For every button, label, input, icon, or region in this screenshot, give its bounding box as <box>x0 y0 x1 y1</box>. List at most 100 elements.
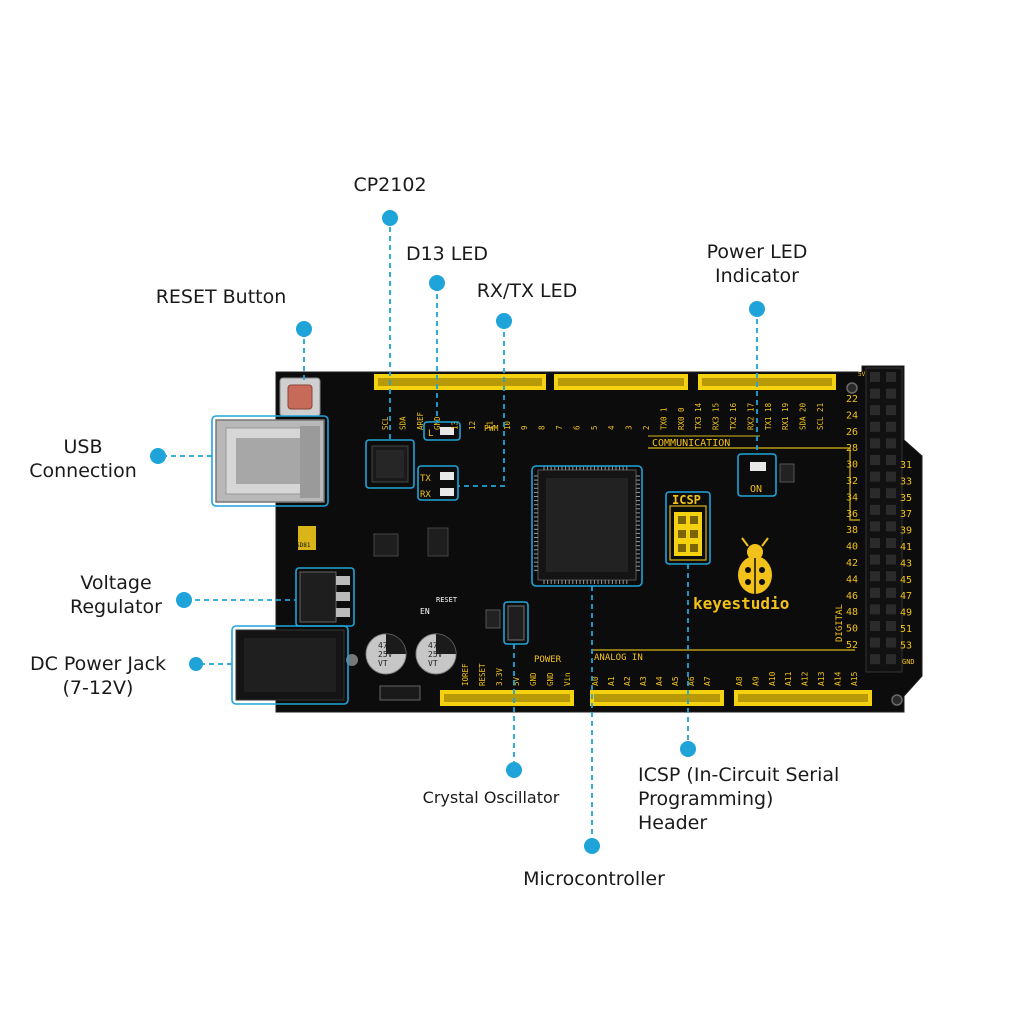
analog-pin-label: A2 <box>623 676 632 686</box>
five-v-silkscreen: 5V <box>858 371 866 378</box>
analog-pin-label: A15 <box>850 671 859 686</box>
header-pin <box>870 571 880 582</box>
top-pin-label: 2 <box>642 425 651 430</box>
header-pin <box>870 521 880 532</box>
usb-connector <box>215 419 325 503</box>
callout-line: Power LED <box>706 241 808 263</box>
header-pin <box>886 488 896 499</box>
power-pin-label: Vin <box>563 672 572 686</box>
top-pin-label: SDA <box>398 416 407 430</box>
top-pin-label: 13 <box>451 421 460 430</box>
analog-pin-label: A4 <box>655 676 664 686</box>
capacitor-label-line: 47 <box>428 641 438 650</box>
header-pin <box>870 587 880 598</box>
communication-silkscreen: COMMUNICATION <box>652 438 730 449</box>
top-pin-label: 3 <box>625 425 634 430</box>
power-pin-label: 5V <box>512 676 521 686</box>
mounting-hole <box>891 694 903 706</box>
digital-pin-label: 50 <box>846 624 858 635</box>
mounting-hole <box>846 382 858 394</box>
header-pin <box>886 388 896 399</box>
pwm-silkscreen: PWM <box>484 424 499 433</box>
icsp-callout: ICSP (In-Circuit Serial Programming) Hea… <box>638 764 878 835</box>
header-pin <box>886 438 896 449</box>
digital-pin-label: 53 <box>900 640 912 651</box>
rx-tx-leader <box>458 323 505 487</box>
capacitor-label-line: 25V <box>428 650 443 659</box>
digital-pin-label: 22 <box>846 394 858 405</box>
capacitor-label-line: 25V <box>378 650 393 659</box>
capacitor-label-line: VT <box>378 659 388 668</box>
header-pin <box>870 504 880 515</box>
digital-pin-label: 32 <box>846 476 858 487</box>
callout-line: Programming) <box>638 787 774 810</box>
top-pin-label: SCL <box>381 416 390 430</box>
analog-pin-label: A8 <box>735 676 744 686</box>
top-pin-label: TX2 16 <box>729 402 738 430</box>
header-pin <box>870 455 880 465</box>
header-pin <box>886 587 896 598</box>
top-pin-label: SCL 21 <box>816 403 825 430</box>
callout-line: Crystal Oscillator <box>422 788 560 807</box>
rx-tx-dot <box>496 313 512 329</box>
usb-callout: USB Connection <box>18 436 148 484</box>
power-led-component <box>750 462 766 471</box>
callout-line: Voltage <box>80 572 152 594</box>
top-pin-label: SDA 20 <box>799 402 808 430</box>
header-pin <box>886 521 896 532</box>
power-header <box>440 690 574 706</box>
header-pin <box>870 604 880 615</box>
power-resistor <box>779 463 795 483</box>
top-pin-label: 9 <box>520 425 529 430</box>
top-pin-label: RX1 19 <box>781 403 790 430</box>
top-pin-label: TX3 14 <box>694 402 703 430</box>
power-silkscreen: POWER <box>534 655 562 665</box>
en-silkscreen: EN <box>420 607 430 616</box>
d13-led-highlight <box>423 421 461 441</box>
top-pin-label: TX0 1 <box>659 407 668 430</box>
voltage-regulator-callout: Voltage Regulator <box>58 572 174 620</box>
digital-pin-label: 41 <box>900 542 912 553</box>
capacitor <box>415 633 457 675</box>
analog-pin-label: A0 <box>591 676 600 686</box>
digital-pin-label: 34 <box>846 492 858 503</box>
tx-led-component <box>440 472 454 480</box>
top-pin-label: 8 <box>538 425 547 430</box>
analog-pin-label: A10 <box>768 671 777 686</box>
capacitor-label-line: VT <box>428 659 438 668</box>
analog-silkscreen: ANALOG IN <box>594 653 643 663</box>
power-pin-label: IOREF <box>461 663 470 686</box>
microcontroller-dot <box>584 838 600 854</box>
digital-silkscreen: DIGITAL <box>835 604 845 642</box>
digital-pin-label: 49 <box>900 608 912 619</box>
voltage-regulator-component <box>299 571 350 623</box>
top-pin-label: 4 <box>607 425 616 430</box>
analog-pin-label: A12 <box>801 671 810 686</box>
header-pin <box>870 538 880 548</box>
voltage-dot <box>176 592 192 608</box>
microcontroller-chip <box>534 466 640 584</box>
d13-dot <box>429 275 445 291</box>
d13-led-component <box>440 427 454 435</box>
gnd-silkscreen: GND <box>902 658 915 666</box>
top-pin-label: TX1 18 <box>764 402 773 430</box>
power-pin-label: RESET <box>478 663 487 686</box>
analog-header-left <box>590 690 724 706</box>
power-pin-label: GND <box>529 672 538 686</box>
analog-pin-label: A9 <box>751 676 760 686</box>
callout-line: Microcontroller <box>523 868 665 890</box>
analog-header-right <box>734 690 872 706</box>
callout-line: USB <box>63 436 103 458</box>
digital-pin-label: 43 <box>900 558 912 569</box>
tx-silkscreen: TX <box>420 474 431 484</box>
header-pin <box>870 554 880 565</box>
fuse <box>379 685 421 701</box>
ladybug-logo <box>738 537 772 594</box>
dc-jack-highlight <box>231 625 349 705</box>
digital-pin-label: 38 <box>846 525 858 536</box>
small-ic <box>427 527 449 557</box>
digital-pin-label: 52 <box>846 640 858 651</box>
capacitor-label-line: 47 <box>378 641 388 650</box>
